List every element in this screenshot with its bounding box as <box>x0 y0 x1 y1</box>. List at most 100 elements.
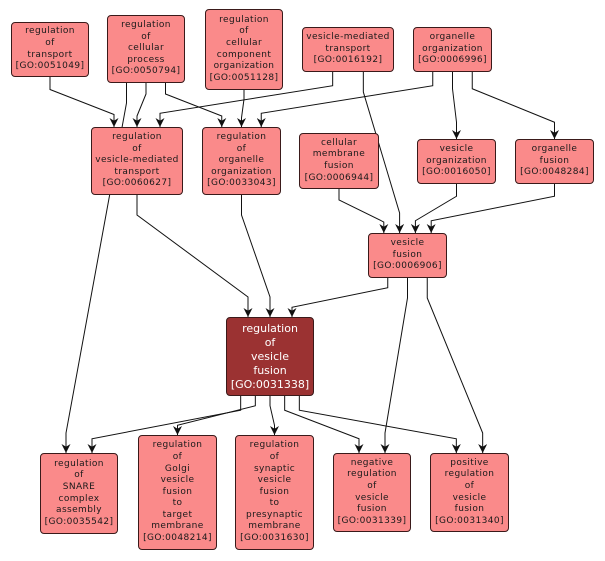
edge-n0006996-to-n0016050 <box>452 72 461 139</box>
node-label-line: of <box>172 451 183 462</box>
node-label-line: transport <box>114 166 160 177</box>
node-go-id: [GO:0051128] <box>209 72 279 83</box>
edge-n0031338-to-n0031339 <box>284 396 364 453</box>
edge-n0006906-to-n0031340 <box>426 278 488 453</box>
node-label-line: target <box>162 509 193 520</box>
node-go-id: [GO:0031339] <box>337 515 407 526</box>
node-go-id: [GO:0031340] <box>435 515 504 526</box>
node-label-line: organelle <box>531 144 578 155</box>
node-label-line: to <box>269 498 280 509</box>
edge-n0050794-to-n0035542 <box>61 83 127 453</box>
node-label-line: regulation <box>219 14 269 25</box>
node-go-id: [GO:0031338] <box>230 377 310 391</box>
node-label-line: membrane <box>151 521 204 532</box>
node-label-line: membrane <box>248 521 301 532</box>
edge-n0031338-to-n0031340 <box>298 396 461 453</box>
node-label-line: vesicle-mediated <box>306 32 390 43</box>
node-label-line: organization <box>422 43 483 54</box>
node-label-line: vesicle <box>355 492 389 503</box>
node-label-line: fusion <box>162 486 193 497</box>
node-label-line: of <box>141 31 151 42</box>
node-go-id: [GO:0035542] <box>44 516 114 527</box>
node-label-line: regulation <box>121 20 171 31</box>
node-label-line: vesicle <box>160 475 195 486</box>
edge-n0031338-to-n0031630 <box>269 396 279 435</box>
node-label-line: SNARE <box>62 481 96 492</box>
node-label-line: transport <box>27 49 73 60</box>
node-label-line: regulation <box>54 458 104 469</box>
edge-n0016192-to-n0006906 <box>362 72 405 233</box>
edge-n0050794-to-n0060627 <box>132 83 147 127</box>
node-label-line: cellular <box>320 137 358 148</box>
node-label-line: organization <box>211 166 272 177</box>
node-go-id: [GO:0031630] <box>240 533 309 544</box>
node-label-line: of <box>74 470 84 481</box>
node-label-line: vesicle-mediated <box>95 155 179 166</box>
node-label-line: regulation <box>249 440 300 451</box>
node-label-line: regulation <box>152 440 203 451</box>
node-go-id: [GO:0060627] <box>102 178 172 189</box>
node-label-line: vesicle <box>439 144 474 155</box>
node-go-id: [GO:0050794] <box>111 66 181 77</box>
node-label-line: of <box>132 143 142 154</box>
node-go-id: [GO:0048214] <box>143 533 212 544</box>
edge-n0051049-to-n0060627 <box>49 77 119 127</box>
node-label-line: of <box>269 451 280 462</box>
node-label-line: of <box>236 143 247 154</box>
node-label-line: negative <box>350 457 394 468</box>
node-label-line: fusion <box>454 504 485 515</box>
node-go-id: [GO:0033043] <box>207 178 276 189</box>
node-label-line: cellular <box>225 37 263 48</box>
node-label-line: regulation <box>216 132 267 143</box>
node-label-line: regulation <box>242 321 298 335</box>
node-go-id: [GO:0016050] <box>422 167 491 178</box>
node-go-id: [GO:0006996] <box>418 55 487 66</box>
node-label-line: vesicle <box>251 349 289 363</box>
node-label-line: fusion <box>539 155 570 166</box>
node-label-line: regulation <box>347 469 397 480</box>
node-label-line: organization <box>426 155 487 166</box>
node-label-line: fusion <box>253 363 287 377</box>
node-label-line: vesicle <box>452 492 487 503</box>
edge-n0016050-to-n0006906 <box>410 184 457 233</box>
node-label-line: organelle <box>429 32 476 43</box>
node-label-line: cellular <box>127 43 165 54</box>
edge-n0060627-to-n0031338 <box>136 195 253 317</box>
node-go-id: [GO:0006906] <box>373 261 442 272</box>
node-label-line: vesicle <box>390 238 425 249</box>
node-go-id: [GO:0006944] <box>304 172 374 183</box>
node-label-line: membrane <box>312 149 366 160</box>
node-label-line: process <box>127 54 165 65</box>
edge-n0048284-to-n0006906 <box>426 184 555 233</box>
node-label-line: presynaptic <box>245 509 304 520</box>
edge-n0006944-to-n0006906 <box>338 189 389 233</box>
node-label-line: of <box>264 335 276 349</box>
node-go-id: [GO:0016192] <box>313 55 383 66</box>
node-label-line: vesicle <box>257 475 292 486</box>
edge-n0006996-to-n0033043 <box>256 72 434 127</box>
node-label-line: organelle <box>218 155 265 166</box>
node-label-line: of <box>464 480 475 491</box>
node-label-line: fusion <box>324 161 354 171</box>
node-go-id: [GO:0051049] <box>15 61 85 72</box>
node-label-line: of <box>239 26 249 37</box>
node-label-line: regulation <box>25 26 75 37</box>
